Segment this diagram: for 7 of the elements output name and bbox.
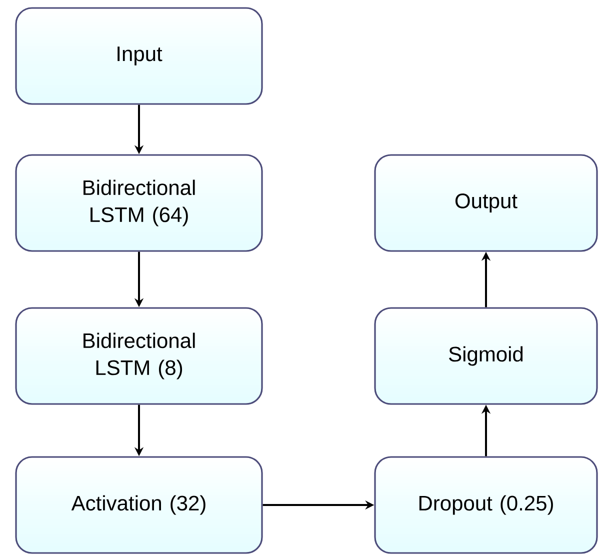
process-box: Activation (32) [15, 456, 263, 554]
process-box: Input [15, 7, 263, 105]
process-box: Bidirectional LSTM (64) [15, 154, 263, 252]
process-box: Output [374, 154, 598, 252]
process-box: Bidirectional LSTM (8) [15, 307, 263, 405]
process-box: Dropout (0.25) [374, 456, 598, 554]
process-box: Sigmoid [374, 307, 598, 405]
